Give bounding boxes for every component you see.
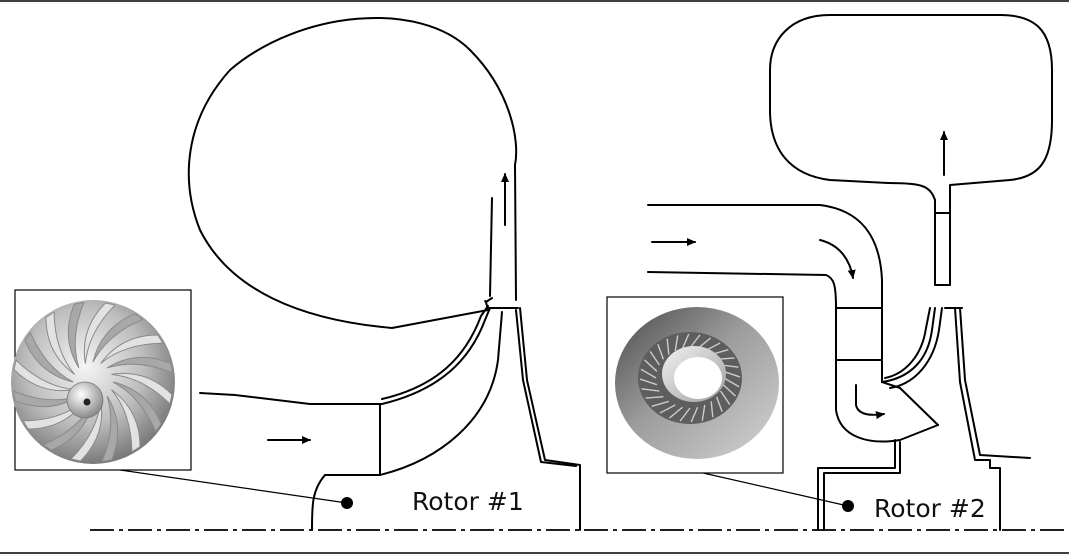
impeller-blade bbox=[45, 311, 75, 375]
flow-arrow-icon bbox=[855, 384, 885, 420]
turbine-vane bbox=[639, 378, 658, 386]
label-dot-icon bbox=[341, 497, 353, 509]
impeller-image bbox=[11, 289, 192, 471]
rotor2-shroud-third bbox=[889, 307, 943, 389]
compressor-section bbox=[187, 17, 581, 531]
impeller-blade bbox=[67, 301, 85, 369]
turbine-vane bbox=[666, 338, 670, 355]
rotor1-shroud-outer bbox=[381, 307, 491, 405]
turbine-vane bbox=[715, 396, 723, 412]
impeller-blade bbox=[112, 381, 162, 433]
impeller-blade bbox=[13, 359, 75, 392]
turbine-vane bbox=[681, 333, 690, 350]
turbine-vane bbox=[710, 401, 714, 418]
turbine-vane bbox=[651, 400, 669, 407]
rotor2-shroud-inner bbox=[884, 307, 931, 379]
turbine-vane bbox=[690, 406, 699, 423]
impeller-blade bbox=[111, 372, 173, 405]
impeller-blade bbox=[101, 395, 119, 463]
rotor2-shroud-outer bbox=[881, 307, 936, 383]
rotor2-hub-inner bbox=[823, 441, 901, 531]
turbine-vane bbox=[723, 377, 740, 388]
label-dot-icon bbox=[842, 500, 854, 512]
impeller-blade bbox=[22, 400, 86, 430]
rotor2-casing-inner bbox=[954, 307, 1001, 531]
rotor2-casing-outer bbox=[959, 307, 1031, 459]
turbine-inlet-top bbox=[647, 204, 883, 309]
turbine-vane bbox=[722, 384, 737, 397]
rotor2-label: Rotor #2 bbox=[874, 494, 986, 523]
turbine-vane bbox=[640, 368, 657, 379]
turbine-vane bbox=[722, 370, 741, 378]
turbine-vane bbox=[674, 335, 679, 352]
impeller-blade bbox=[100, 334, 164, 364]
rotor1-label: Rotor #1 bbox=[412, 487, 524, 516]
volute-tongue bbox=[489, 197, 493, 297]
impeller-blade bbox=[106, 356, 174, 374]
rotor1-hub-curve bbox=[379, 311, 503, 476]
impeller-blade bbox=[92, 313, 144, 363]
impeller-blade bbox=[83, 302, 116, 364]
impeller-blade bbox=[111, 389, 141, 453]
rotor1-backplate-outer bbox=[519, 307, 581, 531]
turbine-vane bbox=[645, 396, 664, 399]
rotor1-hub-nose bbox=[311, 474, 326, 531]
turbine-vane bbox=[643, 359, 658, 372]
impeller-blade bbox=[12, 390, 80, 408]
rotor2-leader-line bbox=[689, 469, 849, 507]
turbine-inlet-bottom bbox=[647, 271, 837, 309]
turbine-vane bbox=[720, 390, 731, 405]
impeller-blade bbox=[42, 401, 94, 451]
turbine-vane bbox=[679, 407, 691, 422]
turbine-vane bbox=[689, 334, 701, 349]
turbine-vane bbox=[659, 404, 676, 414]
compressor-volute bbox=[187, 17, 518, 329]
turbine-section bbox=[647, 14, 1053, 531]
rotor1-backplate-inner bbox=[515, 309, 577, 467]
turbine-vane bbox=[649, 351, 660, 366]
flow-arrow-icon bbox=[819, 239, 856, 279]
turbine-rotor-image bbox=[606, 296, 784, 474]
impeller-blade bbox=[24, 331, 74, 383]
inlet-duct-top bbox=[199, 392, 383, 405]
impeller-blade bbox=[70, 400, 103, 462]
rotor1-leader-line bbox=[119, 469, 348, 504]
turbine-vane bbox=[668, 406, 683, 419]
turbine-vane bbox=[641, 388, 660, 392]
rotor1-shroud-inner bbox=[381, 305, 489, 400]
rotor2-blade-passage bbox=[881, 381, 939, 426]
turbine-u-turn bbox=[835, 359, 939, 443]
turbine-vane bbox=[701, 404, 706, 421]
turbine-upper-scroll bbox=[769, 14, 1053, 286]
turbine-vane bbox=[657, 344, 665, 360]
